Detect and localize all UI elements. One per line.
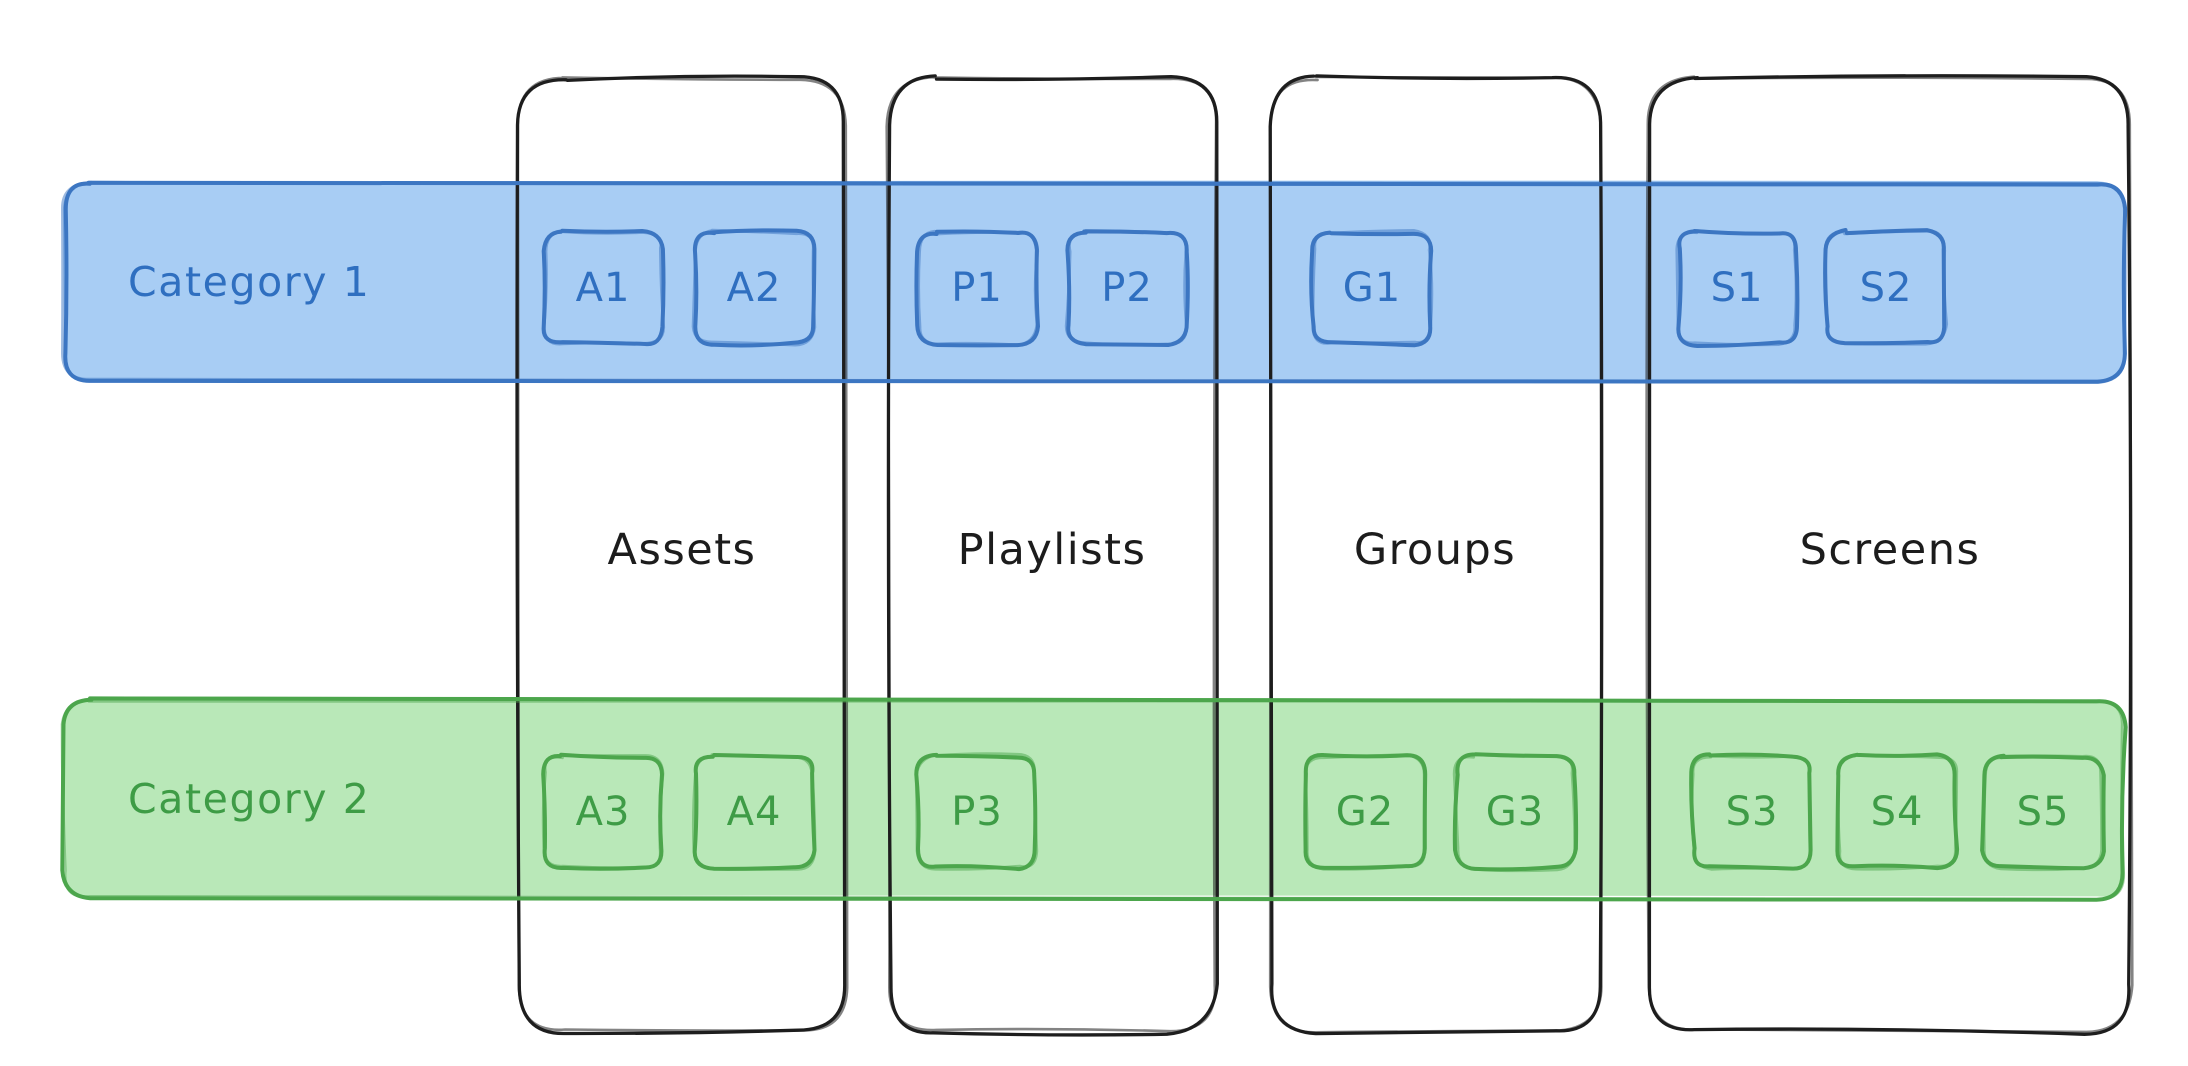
chip-label-g2: G2 <box>1335 789 1395 835</box>
band-outline-category-1[interactable] <box>60 180 2128 384</box>
band-outlines <box>60 180 2128 902</box>
column-outline-screens[interactable] <box>1645 74 2134 1036</box>
column-title-screens: Screens <box>1799 525 1981 575</box>
band-title-category-2: Category 2 <box>128 775 371 823</box>
chip-label-s4: S4 <box>1870 789 1924 835</box>
chip-a3[interactable] <box>541 752 665 871</box>
column-outline-assets[interactable] <box>515 74 849 1036</box>
band-title-category-1: Category 1 <box>128 258 371 306</box>
chip-label-s5: S5 <box>2016 789 2070 835</box>
chip-label-a2: A2 <box>726 265 782 311</box>
chip-a1[interactable] <box>541 228 666 347</box>
chip-s1[interactable] <box>1675 229 1800 348</box>
column-outline-groups[interactable] <box>1268 74 1604 1036</box>
chip-label-a1: A1 <box>575 265 631 311</box>
band-fill-category-1 <box>62 180 2126 381</box>
column-title-playlists: Playlists <box>957 525 1147 575</box>
column-title-assets: Assets <box>607 525 757 575</box>
chip-g1[interactable] <box>1309 229 1434 348</box>
chip-label-a3: A3 <box>575 789 631 835</box>
column-outline-playlists[interactable] <box>885 74 1220 1037</box>
chip-label-s3: S3 <box>1725 789 1779 835</box>
chip-label-p2: P2 <box>1101 265 1153 311</box>
chips <box>541 228 2106 873</box>
column-title-groups: Groups <box>1353 525 1517 575</box>
band-fill-category-2 <box>64 699 2123 897</box>
chip-g2[interactable] <box>1303 752 1428 871</box>
column-outlines <box>515 74 2134 1037</box>
chip-label-s2: S2 <box>1859 265 1913 311</box>
chip-p2[interactable] <box>1064 229 1190 347</box>
chip-s5[interactable] <box>1980 753 2106 872</box>
chip-label-s1: S1 <box>1710 265 1764 311</box>
chip-label-p1: P1 <box>951 265 1003 311</box>
chip-label-g3: G3 <box>1485 789 1545 835</box>
chip-p1[interactable] <box>914 229 1040 348</box>
band-outline-category-2[interactable] <box>60 696 2128 902</box>
chip-s2[interactable] <box>1823 228 1949 346</box>
chip-label-g1: G1 <box>1342 265 1402 311</box>
chip-g3[interactable] <box>1452 752 1579 873</box>
chip-a2[interactable] <box>691 228 817 348</box>
chip-a4[interactable] <box>691 753 817 871</box>
chip-label-a4: A4 <box>726 789 782 835</box>
chip-p3[interactable] <box>914 752 1039 872</box>
chip-s4[interactable] <box>1835 752 1960 871</box>
chip-s3[interactable] <box>1689 752 1813 871</box>
chip-label-p3: P3 <box>951 789 1003 835</box>
